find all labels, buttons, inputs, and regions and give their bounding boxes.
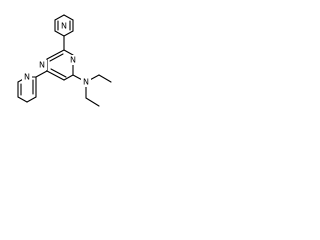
bond bbox=[54, 14, 65, 21]
bond bbox=[46, 49, 65, 60]
bond bbox=[63, 30, 74, 37]
bond bbox=[98, 74, 112, 83]
bond bbox=[50, 68, 67, 78]
bond bbox=[63, 49, 74, 56]
bond bbox=[49, 53, 64, 62]
diethylamino-group bbox=[85, 74, 112, 107]
bond bbox=[26, 96, 37, 103]
bond bbox=[17, 96, 28, 103]
amine-nitrogen-label: N bbox=[83, 78, 89, 87]
atom-labels: N N N N N bbox=[22, 21, 91, 87]
bond bbox=[46, 70, 65, 81]
pyrimidine-nitrogen-3-label: N bbox=[39, 61, 45, 70]
top-pyridine-ring bbox=[54, 14, 74, 51]
pyrimidine-nitrogen-1-label: N bbox=[70, 56, 76, 65]
chemical-structure-diagram: N N N N N bbox=[17, 14, 112, 107]
bond bbox=[54, 30, 65, 37]
left-pyridine-nitrogen-label: N bbox=[24, 73, 30, 82]
bond bbox=[63, 14, 74, 21]
bond bbox=[63, 74, 74, 81]
bond bbox=[85, 97, 100, 107]
top-pyridine-nitrogen-label: N bbox=[61, 22, 67, 31]
bond bbox=[35, 70, 48, 78]
